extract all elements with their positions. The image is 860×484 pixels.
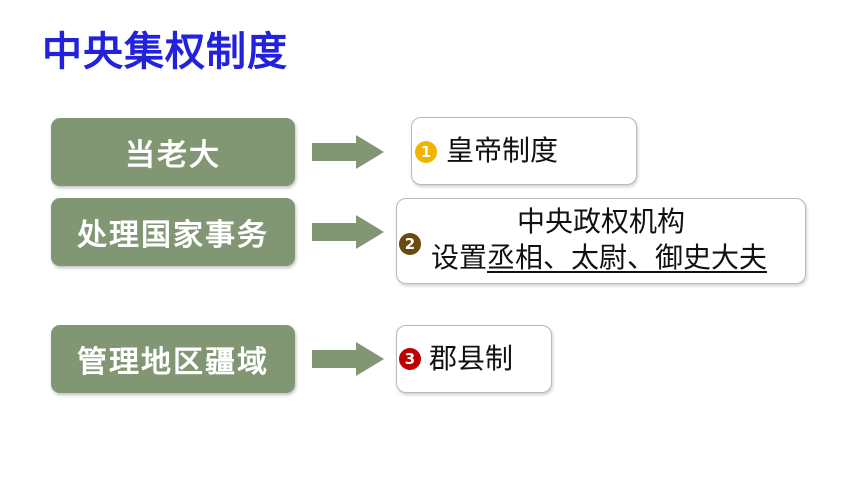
label-text: 当老大 xyxy=(125,138,221,173)
result-text-line2: 设置丞相、太尉、御史大夫 xyxy=(431,241,767,275)
label-box-regional-administration: 管理地区疆域 xyxy=(51,325,295,393)
result-box-emperor-system: 1 皇帝制度 xyxy=(411,117,637,185)
right-arrow-icon xyxy=(312,135,384,169)
number-badge-1: 1 xyxy=(415,141,437,163)
result-box-commandery-county: 3 郡县制 xyxy=(396,325,552,393)
label-box-emperor: 当老大 xyxy=(51,118,295,186)
result-text: 郡县制 xyxy=(429,342,514,375)
label-text: 处理国家事务 xyxy=(77,218,269,253)
number-badge-2: 2 xyxy=(399,233,421,255)
result-text: 皇帝制度 xyxy=(446,134,559,167)
right-arrow-icon xyxy=(312,342,384,376)
underlined-officials: 丞相、太尉、御史大夫 xyxy=(487,241,768,274)
result-text-line1: 中央政权机构 xyxy=(517,205,686,238)
result-text-prefix: 设置 xyxy=(431,241,488,274)
page-title: 中央集权制度 xyxy=(42,29,288,75)
number-badge-3: 3 xyxy=(399,348,421,370)
label-box-state-affairs: 处理国家事务 xyxy=(51,198,295,266)
label-text: 管理地区疆域 xyxy=(77,345,269,380)
result-box-central-government: 2 中央政权机构 设置丞相、太尉、御史大夫 xyxy=(396,198,806,284)
right-arrow-icon xyxy=(312,215,384,249)
